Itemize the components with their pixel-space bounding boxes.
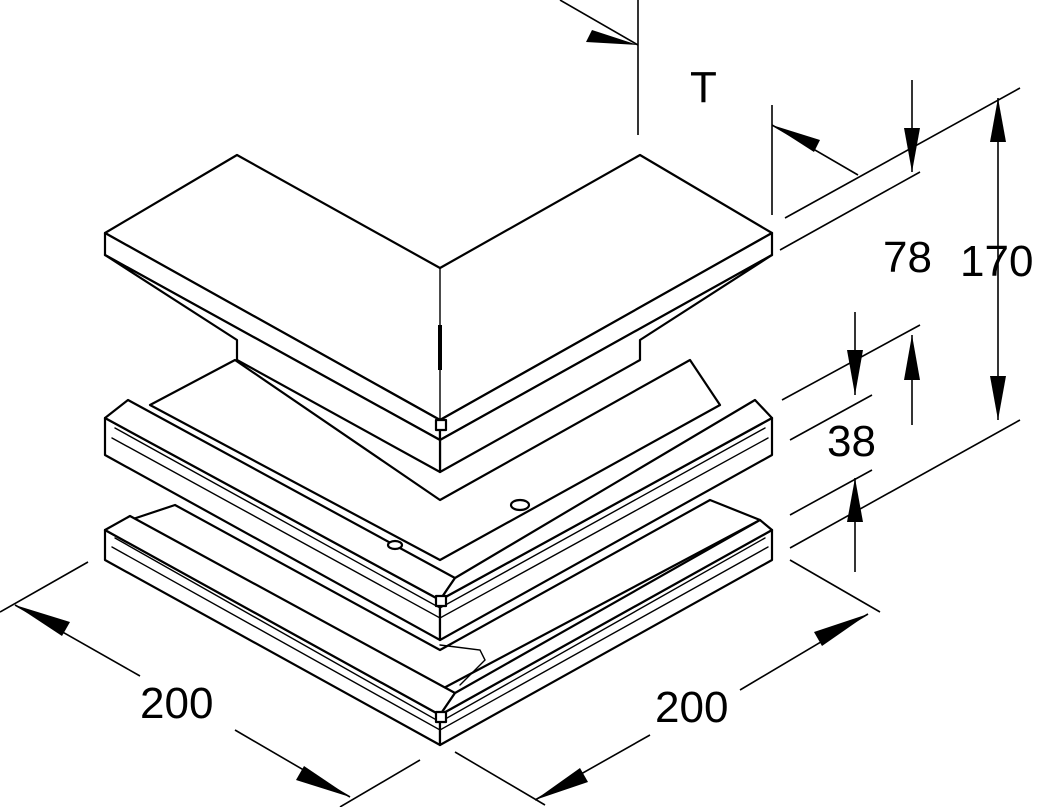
- width-right-label: 200: [655, 683, 728, 732]
- t-label: T: [690, 63, 717, 112]
- top-cover: [103, 153, 774, 474]
- dimension-width-right: 200: [454, 559, 881, 806]
- dimension-height: 78 170: [779, 80, 1033, 420]
- dimension-width-left: 200: [0, 561, 421, 807]
- height-cover-label: 78: [883, 233, 932, 282]
- width-left-label: 200: [140, 679, 213, 728]
- height-base-label: 38: [827, 417, 876, 466]
- height-total-label: 170: [960, 237, 1033, 286]
- dimension-t: T: [559, 0, 859, 215]
- base-part: [103, 498, 774, 747]
- middle-part: [103, 358, 774, 642]
- dimension-base: 38: [781, 312, 1021, 572]
